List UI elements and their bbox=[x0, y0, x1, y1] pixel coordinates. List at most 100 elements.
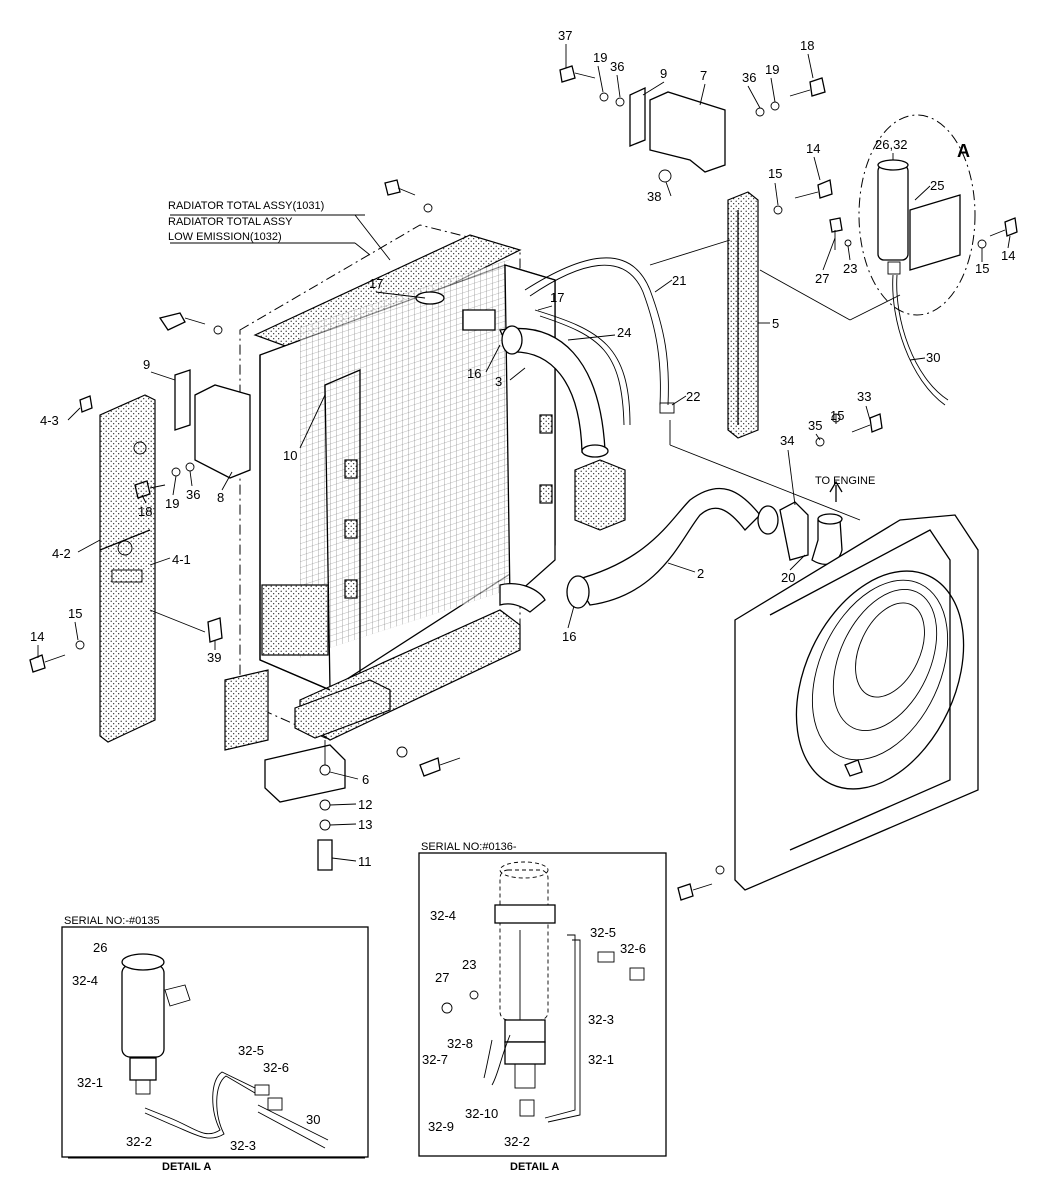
callout: 37 bbox=[558, 28, 572, 43]
callout: 9 bbox=[660, 66, 667, 81]
callout: 36 bbox=[186, 487, 200, 502]
callout: 32-10 bbox=[465, 1106, 498, 1121]
callout: 32-3 bbox=[230, 1138, 256, 1153]
detail-marker: A bbox=[957, 141, 970, 161]
callout: 18 bbox=[138, 504, 152, 519]
callout: 2 bbox=[697, 566, 704, 581]
to-engine-label: TO ENGINE bbox=[815, 475, 875, 487]
callout: 4-1 bbox=[172, 552, 191, 567]
right-side-bar bbox=[727, 191, 759, 439]
callout: 20 bbox=[781, 570, 795, 585]
callout: 14 bbox=[1001, 248, 1015, 263]
callout: 32-9 bbox=[428, 1119, 454, 1134]
callout: 24 bbox=[617, 325, 631, 340]
left-bracket bbox=[174, 369, 251, 479]
callout: 15 bbox=[768, 166, 782, 181]
callout: 32-2 bbox=[504, 1134, 530, 1149]
callout: 4-2 bbox=[52, 546, 71, 561]
leader-lines bbox=[149, 214, 901, 633]
wing-bolt bbox=[158, 312, 223, 335]
overflow-tubes bbox=[524, 257, 675, 426]
callout: 7 bbox=[700, 68, 707, 83]
callout: 15 bbox=[975, 261, 989, 276]
detail-right-box bbox=[418, 852, 667, 1157]
detail-right-caption: DETAIL A bbox=[510, 1161, 559, 1173]
callout: 27 bbox=[435, 970, 449, 985]
callout: 30 bbox=[306, 1112, 320, 1127]
upper-hose bbox=[462, 309, 609, 458]
assembly-labels: RADIATOR TOTAL ASSY(1031) RADIATOR TOTAL… bbox=[168, 200, 324, 243]
callout: 36 bbox=[742, 70, 756, 85]
callout: 35 bbox=[808, 418, 822, 433]
callout: 33 bbox=[857, 389, 871, 404]
callout: 36 bbox=[610, 59, 624, 74]
detail-right-callouts: 32-4 32-5 32-6 27 23 32-3 32-8 32-7 32-1… bbox=[422, 908, 646, 1149]
callout: 30 bbox=[926, 350, 940, 365]
callout: 16 bbox=[467, 366, 481, 381]
callout: 12 bbox=[358, 797, 372, 812]
callout: 16 bbox=[562, 629, 576, 644]
engine-elbow bbox=[779, 480, 843, 565]
radiator-core bbox=[239, 224, 626, 741]
bottom-rail bbox=[224, 669, 391, 803]
fan-shroud bbox=[734, 514, 979, 891]
callout-leaders bbox=[37, 44, 1011, 862]
callout: 32-2 bbox=[126, 1134, 152, 1149]
callout: 8 bbox=[217, 490, 224, 505]
callout: 17 bbox=[550, 290, 564, 305]
callout: 15 bbox=[830, 408, 844, 423]
detail-right-serial: SERIAL NO:#0136- bbox=[421, 841, 517, 853]
callout: 32-4 bbox=[430, 908, 456, 923]
callout: 13 bbox=[358, 817, 372, 832]
callout: 32-3 bbox=[588, 1012, 614, 1027]
callout: 22 bbox=[686, 389, 700, 404]
callout: 19 bbox=[593, 50, 607, 65]
part-callouts: 37 19 36 9 7 36 19 18 38 15 14 26,32 25 … bbox=[30, 28, 1015, 869]
detail-left-box bbox=[61, 926, 369, 1159]
detail-left-callouts: 26 32-4 32-1 32-2 32-5 32-6 30 32-3 bbox=[72, 940, 320, 1153]
callout: 26,32 bbox=[875, 137, 908, 152]
callout: 32-7 bbox=[422, 1052, 448, 1067]
callout: 9 bbox=[143, 357, 150, 372]
callout: 32-1 bbox=[77, 1075, 103, 1090]
callout: 4-3 bbox=[40, 413, 59, 428]
callout: 10 bbox=[283, 448, 297, 463]
assembly-label-1: RADIATOR TOTAL ASSY(1031) bbox=[168, 200, 324, 212]
callout: 19 bbox=[165, 496, 179, 511]
callout: 39 bbox=[207, 650, 221, 665]
bolts bbox=[29, 65, 1018, 901]
callout: 15 bbox=[68, 606, 82, 621]
assembly-label-2: RADIATOR TOTAL ASSY bbox=[168, 216, 293, 228]
side-plate bbox=[99, 394, 156, 743]
callout: 6 bbox=[362, 772, 369, 787]
assembly-label-3: LOW EMISSION(1032) bbox=[168, 231, 282, 243]
callout: 32-5 bbox=[238, 1043, 264, 1058]
callout: 5 bbox=[772, 316, 779, 331]
callout: 27 bbox=[815, 271, 829, 286]
callout: 32-4 bbox=[72, 973, 98, 988]
callout: 32-5 bbox=[590, 925, 616, 940]
detail-left-caption: DETAIL A bbox=[162, 1161, 211, 1173]
callout: 11 bbox=[358, 854, 372, 869]
callout: 32-6 bbox=[620, 941, 646, 956]
callout: 23 bbox=[843, 261, 857, 276]
callout: 32-6 bbox=[263, 1060, 289, 1075]
callout: 14 bbox=[30, 629, 44, 644]
top-bracket bbox=[629, 86, 726, 183]
callout: 21 bbox=[672, 273, 686, 288]
lower-hose bbox=[499, 487, 779, 613]
callout: 3 bbox=[495, 374, 502, 389]
callout: 23 bbox=[462, 957, 476, 972]
callout: 32-8 bbox=[447, 1036, 473, 1051]
callout: 25 bbox=[930, 178, 944, 193]
callout: 17 bbox=[369, 276, 383, 291]
callout: 26 bbox=[93, 940, 107, 955]
filter-detail-area bbox=[858, 114, 976, 406]
callout: 38 bbox=[647, 189, 661, 204]
callout: 18 bbox=[800, 38, 814, 53]
detail-left-serial: SERIAL NO:-#0135 bbox=[64, 915, 160, 927]
callout: 34 bbox=[780, 433, 794, 448]
callout: 14 bbox=[806, 141, 820, 156]
callout: 32-1 bbox=[588, 1052, 614, 1067]
